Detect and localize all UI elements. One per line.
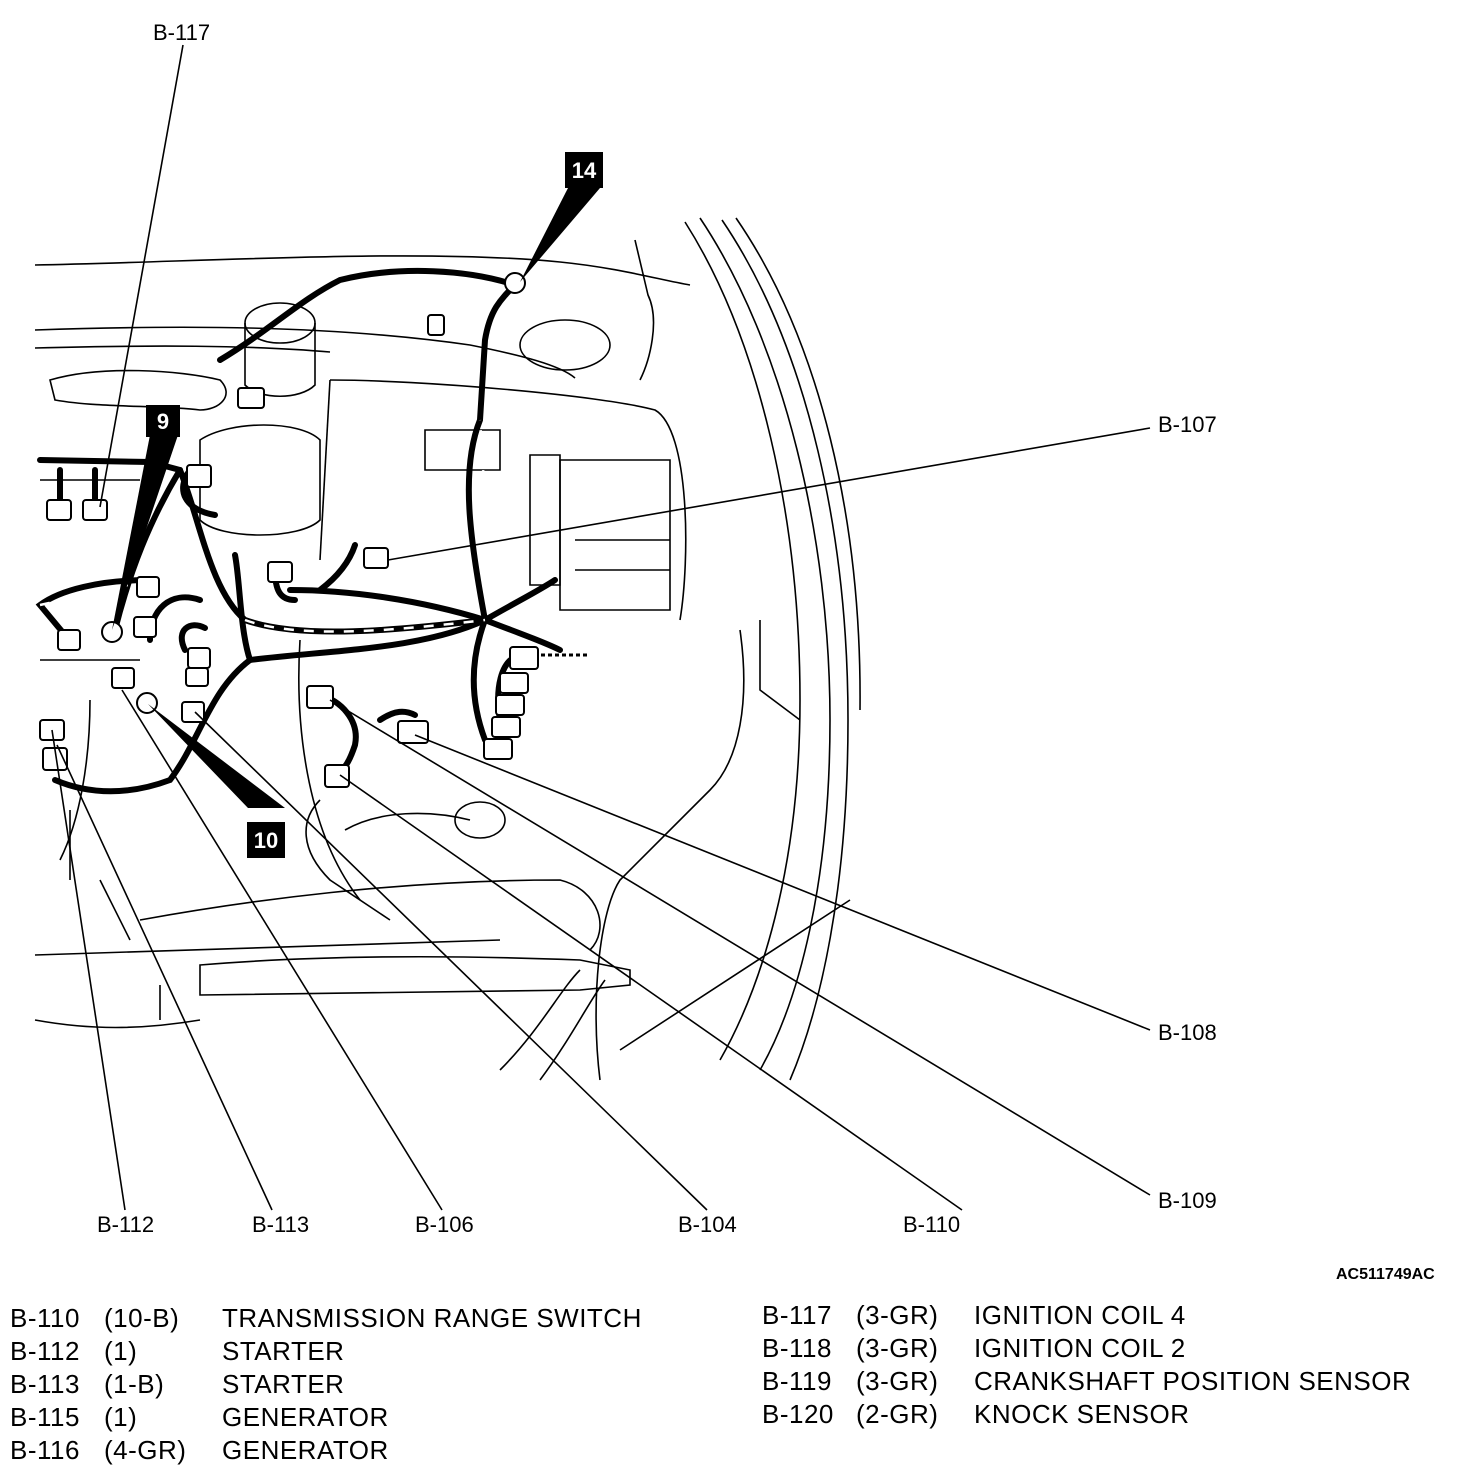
callout-b113: B-113	[252, 1212, 309, 1237]
marker-9: 9	[146, 405, 180, 437]
legend-spec: (3-GR)	[856, 1333, 939, 1363]
marker-pointers	[112, 188, 600, 808]
legend-desc: GENERATOR	[222, 1402, 389, 1432]
legend-id: B-113	[10, 1369, 80, 1399]
svg-text:9: 9	[157, 409, 169, 434]
legend-id: B-115	[10, 1402, 80, 1432]
legend-desc: KNOCK SENSOR	[974, 1399, 1190, 1429]
legend-id: B-110	[10, 1303, 80, 1333]
legend-id: B-119	[762, 1366, 832, 1396]
legend-spec: (1-B)	[104, 1369, 165, 1399]
legend-row: B-118 (3-GR) IGNITION COIL 2	[762, 1333, 1462, 1366]
legend-row: B-115 (1) GENERATOR	[10, 1402, 710, 1435]
leader-lines	[51, 44, 1151, 1211]
legend-desc: IGNITION COIL 4	[974, 1300, 1186, 1330]
legend-desc: IGNITION COIL 2	[974, 1333, 1186, 1363]
legend-row: B-112 (1) STARTER	[10, 1336, 710, 1369]
legend-left: B-110 (10-B) TRANSMISSION RANGE SWITCH B…	[10, 1303, 710, 1468]
connectors	[39, 314, 539, 788]
callout-b112: B-112	[97, 1212, 154, 1237]
callout-b110: B-110	[903, 1212, 960, 1237]
legend-spec: (2-GR)	[856, 1399, 939, 1429]
legend-desc: STARTER	[222, 1336, 345, 1366]
svg-text:14: 14	[572, 158, 597, 183]
legend-spec: (3-GR)	[856, 1300, 939, 1330]
marker-14: 14	[565, 152, 603, 188]
legend-spec: (4-GR)	[104, 1435, 187, 1465]
legend-row: B-120 (2-GR) KNOCK SENSOR	[762, 1399, 1462, 1432]
engine-harness-diagram: 14 9 10 B-117 B-107 B-108 B-109 B-110 B-…	[34, 20, 1217, 1237]
legend-row: B-116 (4-GR) GENERATOR	[10, 1435, 710, 1468]
legend-id: B-117	[762, 1300, 832, 1330]
callout-b107: B-107	[1158, 412, 1217, 437]
image-code: AC511749AC	[1336, 1266, 1435, 1283]
marker-10: 10	[247, 822, 285, 858]
legend-spec: (1)	[104, 1402, 138, 1432]
callout-b109: B-109	[1158, 1188, 1217, 1213]
ground-terminals	[101, 272, 526, 714]
harness-taped-sections	[39, 419, 487, 633]
legend-right: B-117 (3-GR) IGNITION COIL 4 B-118 (3-GR…	[762, 1300, 1462, 1432]
callout-b106: B-106	[415, 1212, 474, 1237]
legend-id: B-120	[762, 1399, 834, 1429]
legend-desc: TRANSMISSION RANGE SWITCH	[222, 1303, 642, 1333]
legend-desc: CRANKSHAFT POSITION SENSOR	[974, 1366, 1412, 1396]
callout-b117: B-117	[153, 20, 210, 45]
legend-id: B-118	[762, 1333, 832, 1363]
legend-row: B-113 (1-B) STARTER	[10, 1369, 710, 1402]
legend-spec: (10-B)	[104, 1303, 180, 1333]
callout-b104: B-104	[678, 1212, 737, 1237]
legend-row: B-119 (3-GR) CRANKSHAFT POSITION SENSOR	[762, 1366, 1462, 1399]
legend-row: B-110 (10-B) TRANSMISSION RANGE SWITCH	[10, 1303, 710, 1336]
callout-b108: B-108	[1158, 1020, 1217, 1045]
engine-bay-drawing	[34, 217, 861, 1081]
legend-id: B-116	[10, 1435, 80, 1465]
legend-spec: (3-GR)	[856, 1366, 939, 1396]
svg-text:10: 10	[254, 828, 278, 853]
legend-spec: (1)	[104, 1336, 138, 1366]
legend-desc: GENERATOR	[222, 1435, 389, 1465]
legend-id: B-112	[10, 1336, 80, 1366]
legend-row: B-117 (3-GR) IGNITION COIL 4	[762, 1300, 1462, 1333]
legend-desc: STARTER	[222, 1369, 345, 1399]
